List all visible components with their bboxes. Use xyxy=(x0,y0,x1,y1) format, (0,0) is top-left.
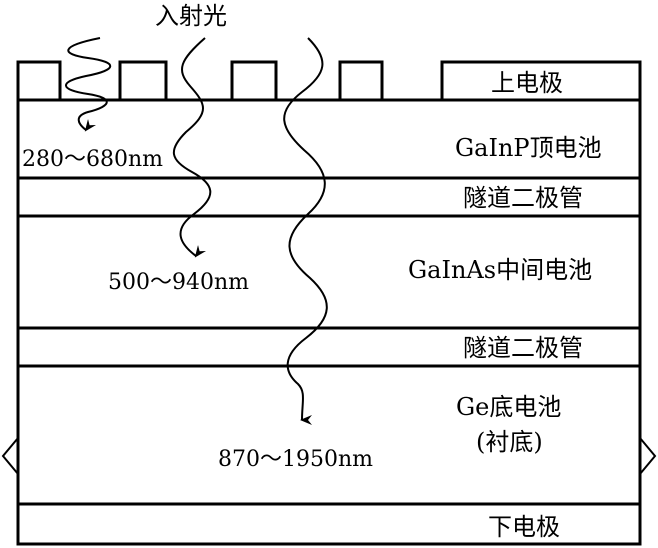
tunnel-diode-1-label: 隧道二极管 xyxy=(463,184,583,212)
gainp-top-cell-label: GaInP顶电池 xyxy=(455,134,602,162)
light-ray-long xyxy=(283,37,328,426)
ge-bottom-cell-label: Ge底电池 xyxy=(456,393,561,421)
wavelength-range-3: 870～1950nm xyxy=(218,447,373,472)
right-break-mark xyxy=(639,437,657,475)
bottom-electrode-label: 下电极 xyxy=(488,513,560,541)
incident-light-label: 入射光 xyxy=(155,2,227,30)
wavelength-range-2: 500～940nm xyxy=(108,270,249,295)
gainas-middle-cell-label: GaInAs中间电池 xyxy=(408,256,592,284)
substrate-label: (衬底) xyxy=(476,428,543,456)
wavelength-range-1: 280～680nm xyxy=(22,147,163,172)
left-break-mark xyxy=(1,437,19,475)
ge-bottom-cell-layer xyxy=(16,364,642,506)
tunnel-diode-2-label: 隧道二极管 xyxy=(463,334,583,362)
top-electrode-label: 上电极 xyxy=(491,69,563,97)
light-ray-short xyxy=(65,37,112,132)
bottom-electrode-layer xyxy=(16,502,642,546)
light-ray-medium xyxy=(173,37,212,258)
